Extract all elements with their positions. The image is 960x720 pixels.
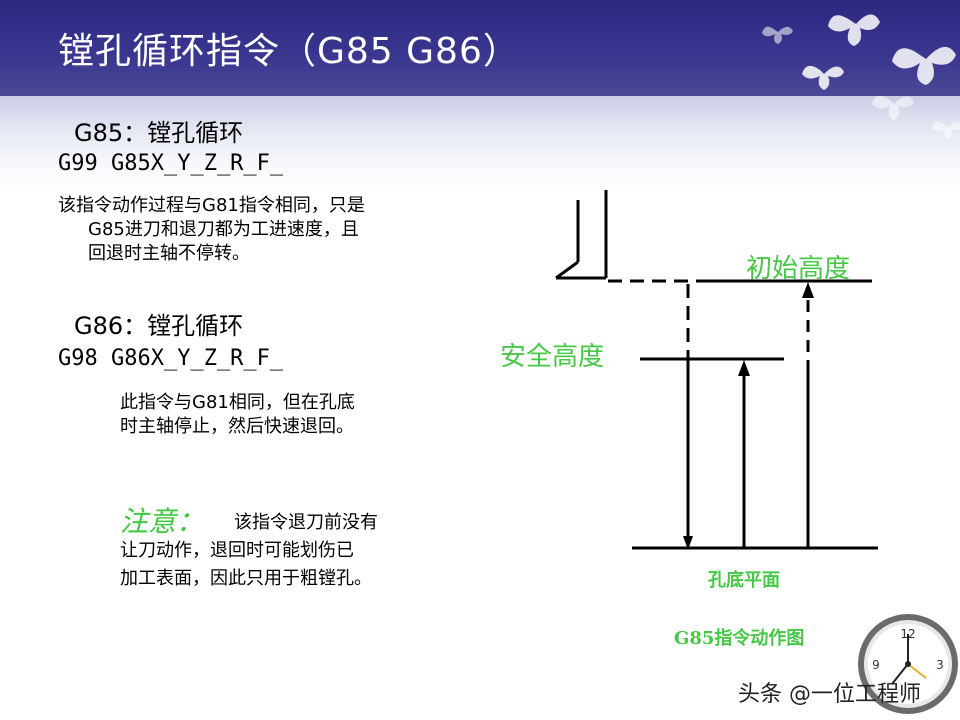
g86-description-line: 此指令与G81相同，但在孔底 [120, 392, 355, 413]
g86-description-line: 时主轴停止，然后快速退回。 [120, 416, 354, 437]
tool-icon [555, 190, 608, 280]
g86-code: G98 G86X_Y_Z_R_F_ [58, 346, 284, 371]
clock-icon: 12 3 9 [858, 614, 958, 714]
g85-description-line: 回退时主轴不停转。 [88, 243, 250, 264]
note-line: 加工表面，因此只用于粗镗孔。 [120, 568, 372, 589]
clock-number-3: 3 [936, 658, 944, 672]
hole-bottom-label: 孔底平面 [708, 570, 780, 591]
note-line: 该指令退刀前没有 [234, 512, 378, 533]
g85-description-line: 该指令动作过程与G81指令相同，只是 [58, 195, 365, 216]
initial-height-label: 初始高度 [746, 254, 851, 284]
g86-heading: G86：镗孔循环 [74, 312, 244, 340]
note-label: 注意： [120, 505, 205, 538]
feed-retract-arrowhead [738, 360, 750, 376]
g85-code: G99 G85X_Y_Z_R_F_ [58, 151, 284, 176]
butterfly-decoration-icon [762, 14, 960, 139]
diagram-caption: G85指令动作图 [674, 628, 805, 649]
feed-down-arrowhead [683, 536, 693, 550]
watermark: 头条 @一位工程师 [738, 682, 921, 707]
safe-height-label: 安全高度 [500, 342, 605, 372]
g85-description-line: G85进刀和退刀都为工进速度，且 [88, 219, 359, 240]
note-line: 让刀动作，退回时可能划伤已 [120, 540, 354, 561]
page-title: 镗孔循环指令（G85 G86） [58, 31, 520, 72]
g85-heading: G85：镗孔循环 [74, 119, 244, 147]
title-bar-fade [0, 96, 960, 191]
retract-to-initial-arrowhead [802, 282, 814, 298]
clock-number-9: 9 [872, 658, 880, 672]
title-bar [0, 0, 960, 96]
